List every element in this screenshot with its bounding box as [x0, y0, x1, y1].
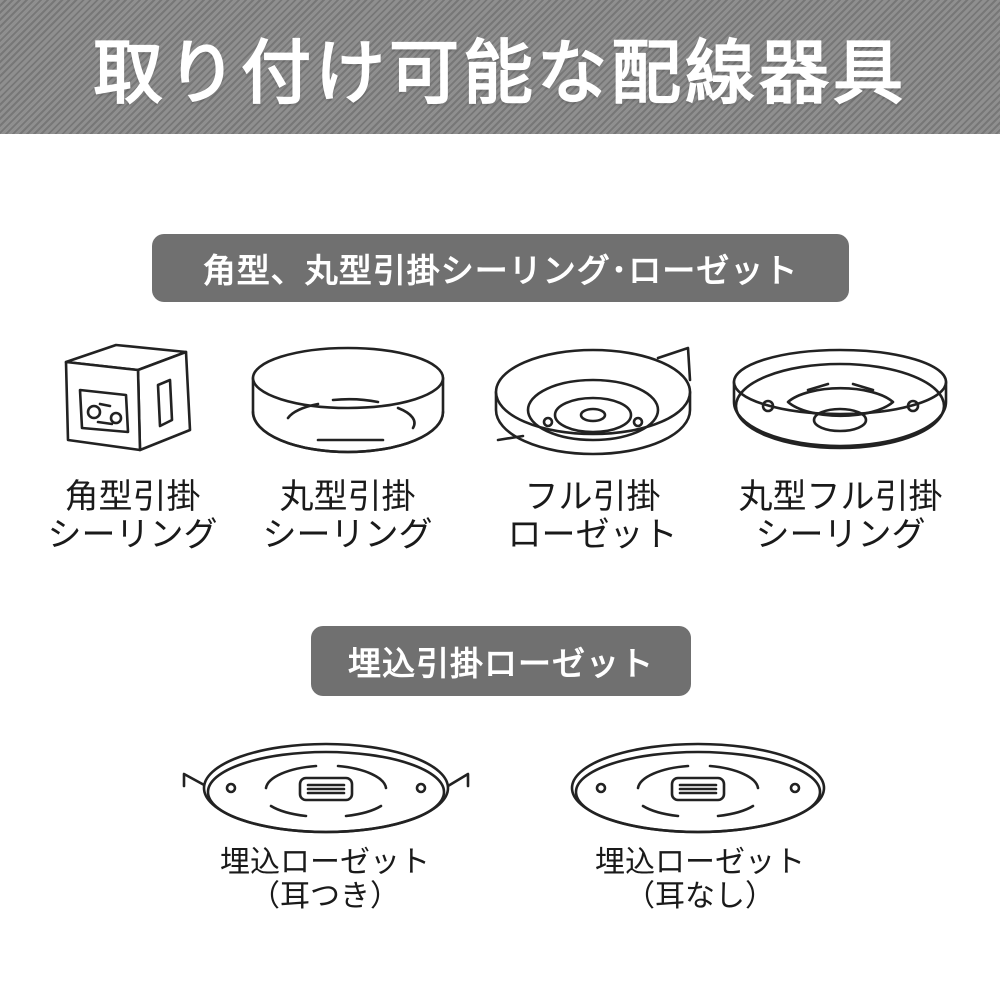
item-label-line2: シーリング — [755, 515, 926, 555]
full-rosette-illustration — [494, 346, 692, 456]
item-label-line2: （耳なし） — [625, 879, 775, 914]
square-ceiling-illustration — [64, 343, 192, 452]
item-label-line2: （耳つき） — [250, 879, 400, 914]
page-title: 取り付け可能な配線器具 — [93, 31, 907, 114]
round-ceiling-illustration — [251, 346, 445, 454]
item-label-line1: 丸型フル引掛 — [738, 477, 943, 517]
item-label-line1: 角型引掛 — [64, 477, 201, 517]
item-label-round-ceiling: 丸型引掛 シーリング — [255, 478, 440, 554]
embedded-rosette-with-ears-illustration — [182, 742, 470, 834]
header-banner: 取り付け可能な配線器具 — [0, 0, 1000, 134]
item-label-square-ceiling: 角型引掛 シーリング — [40, 478, 225, 554]
item-label-line1: フル引掛 — [524, 477, 661, 517]
item-label-line2: シーリング — [47, 515, 218, 555]
item-label-line1: 埋込ローゼット — [220, 845, 430, 880]
section-title-ceiling-rosette: 角型、丸型引掛シーリング･ローゼット — [152, 234, 849, 302]
embedded-rosette-without-ears-illustration — [570, 742, 826, 834]
item-label-embedded-without-ears: 埋込ローゼット （耳なし） — [580, 846, 820, 914]
section-title-embedded-rosette: 埋込引掛ローゼット — [311, 626, 691, 696]
round-full-ceiling-illustration — [732, 348, 948, 450]
item-label-line2: ローゼット — [507, 515, 678, 555]
item-label-line1: 埋込ローゼット — [595, 845, 805, 880]
item-label-round-full-ceiling: 丸型フル引掛 シーリング — [728, 478, 953, 554]
item-label-line1: 丸型引掛 — [279, 477, 416, 517]
item-label-full-rosette: フル引掛 ローゼット — [500, 478, 685, 554]
item-label-embedded-with-ears: 埋込ローゼット （耳つき） — [205, 846, 445, 914]
item-label-line2: シーリング — [262, 515, 433, 555]
